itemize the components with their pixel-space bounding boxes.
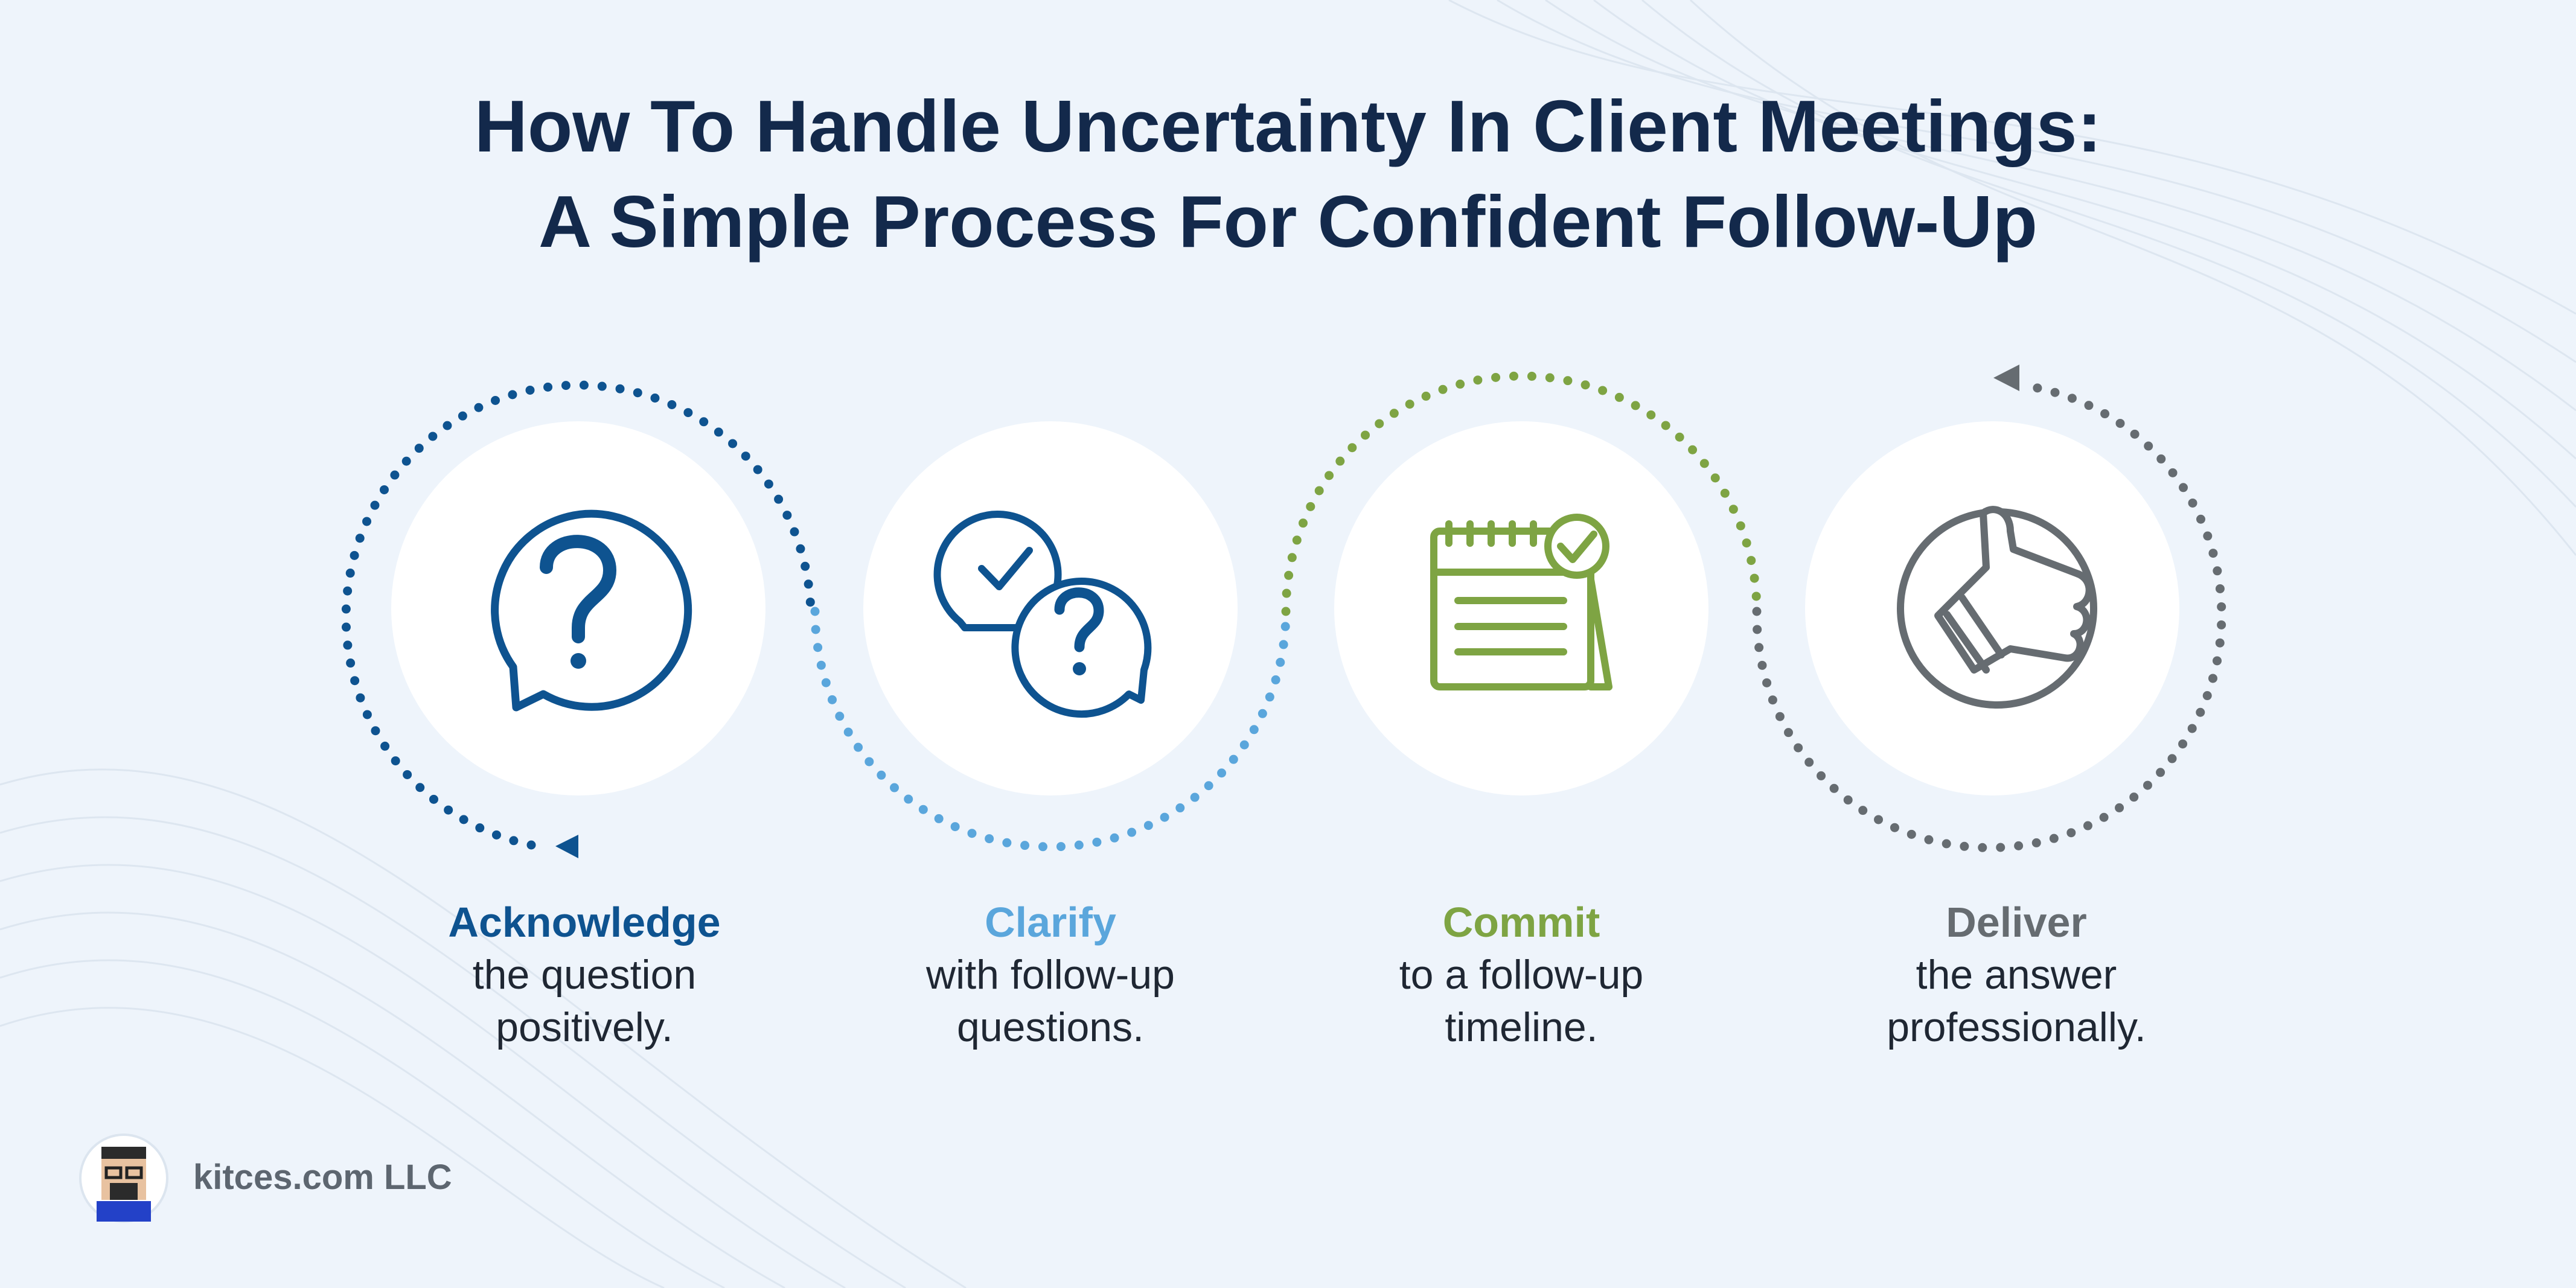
footer: kitces.com LLC — [78, 1132, 452, 1222]
commit-circle — [1334, 421, 1708, 795]
step-description-line-1: the question — [472, 952, 697, 998]
step-heading: Acknowledge — [448, 899, 721, 946]
acknowledge-arrowhead — [555, 835, 578, 858]
connector-arcs — [341, 371, 2226, 852]
step-description-line-1: to a follow-up — [1399, 952, 1644, 998]
step-description-line-2: timeline. — [1445, 1004, 1598, 1050]
step-clarify: Clarify with follow-up questions. — [839, 896, 1262, 1054]
title-line-2: A Simple Process For Confident Follow-Up — [538, 180, 2038, 263]
step-heading: Clarify — [985, 899, 1116, 946]
step-description-line-2: questions. — [957, 1004, 1144, 1050]
step-commit: Commit to a follow-up timeline. — [1310, 896, 1733, 1054]
step-acknowledge: Acknowledge the question positively. — [373, 896, 796, 1054]
deliver-arrowhead — [1993, 365, 2019, 391]
question-bubble-icon — [491, 509, 692, 712]
deliver-arc — [1752, 381, 2226, 852]
page-title: How To Handle Uncertainty In Client Meet… — [0, 78, 2576, 269]
step-deliver: Deliver the answer professionally. — [1805, 896, 2228, 1054]
avatar — [79, 1133, 168, 1223]
step-heading: Commit — [1442, 899, 1600, 946]
thumbs-up-icon — [1897, 506, 2097, 709]
title-line-1: How To Handle Uncertainty In Client Meet… — [474, 85, 2102, 167]
step-description-line-1: the answer — [1916, 952, 2117, 998]
calendar-check-icon — [1430, 514, 1612, 690]
acknowledge-arc — [341, 380, 816, 850]
step-heading: Deliver — [1946, 899, 2087, 946]
footer-label: kitces.com LLC — [193, 1157, 452, 1197]
step-description-line-2: professionally. — [1887, 1004, 2146, 1050]
step-description-line-2: positively. — [496, 1004, 673, 1050]
step-description-line-1: with follow-up — [926, 952, 1175, 998]
chat-bubbles-icon — [933, 510, 1152, 718]
